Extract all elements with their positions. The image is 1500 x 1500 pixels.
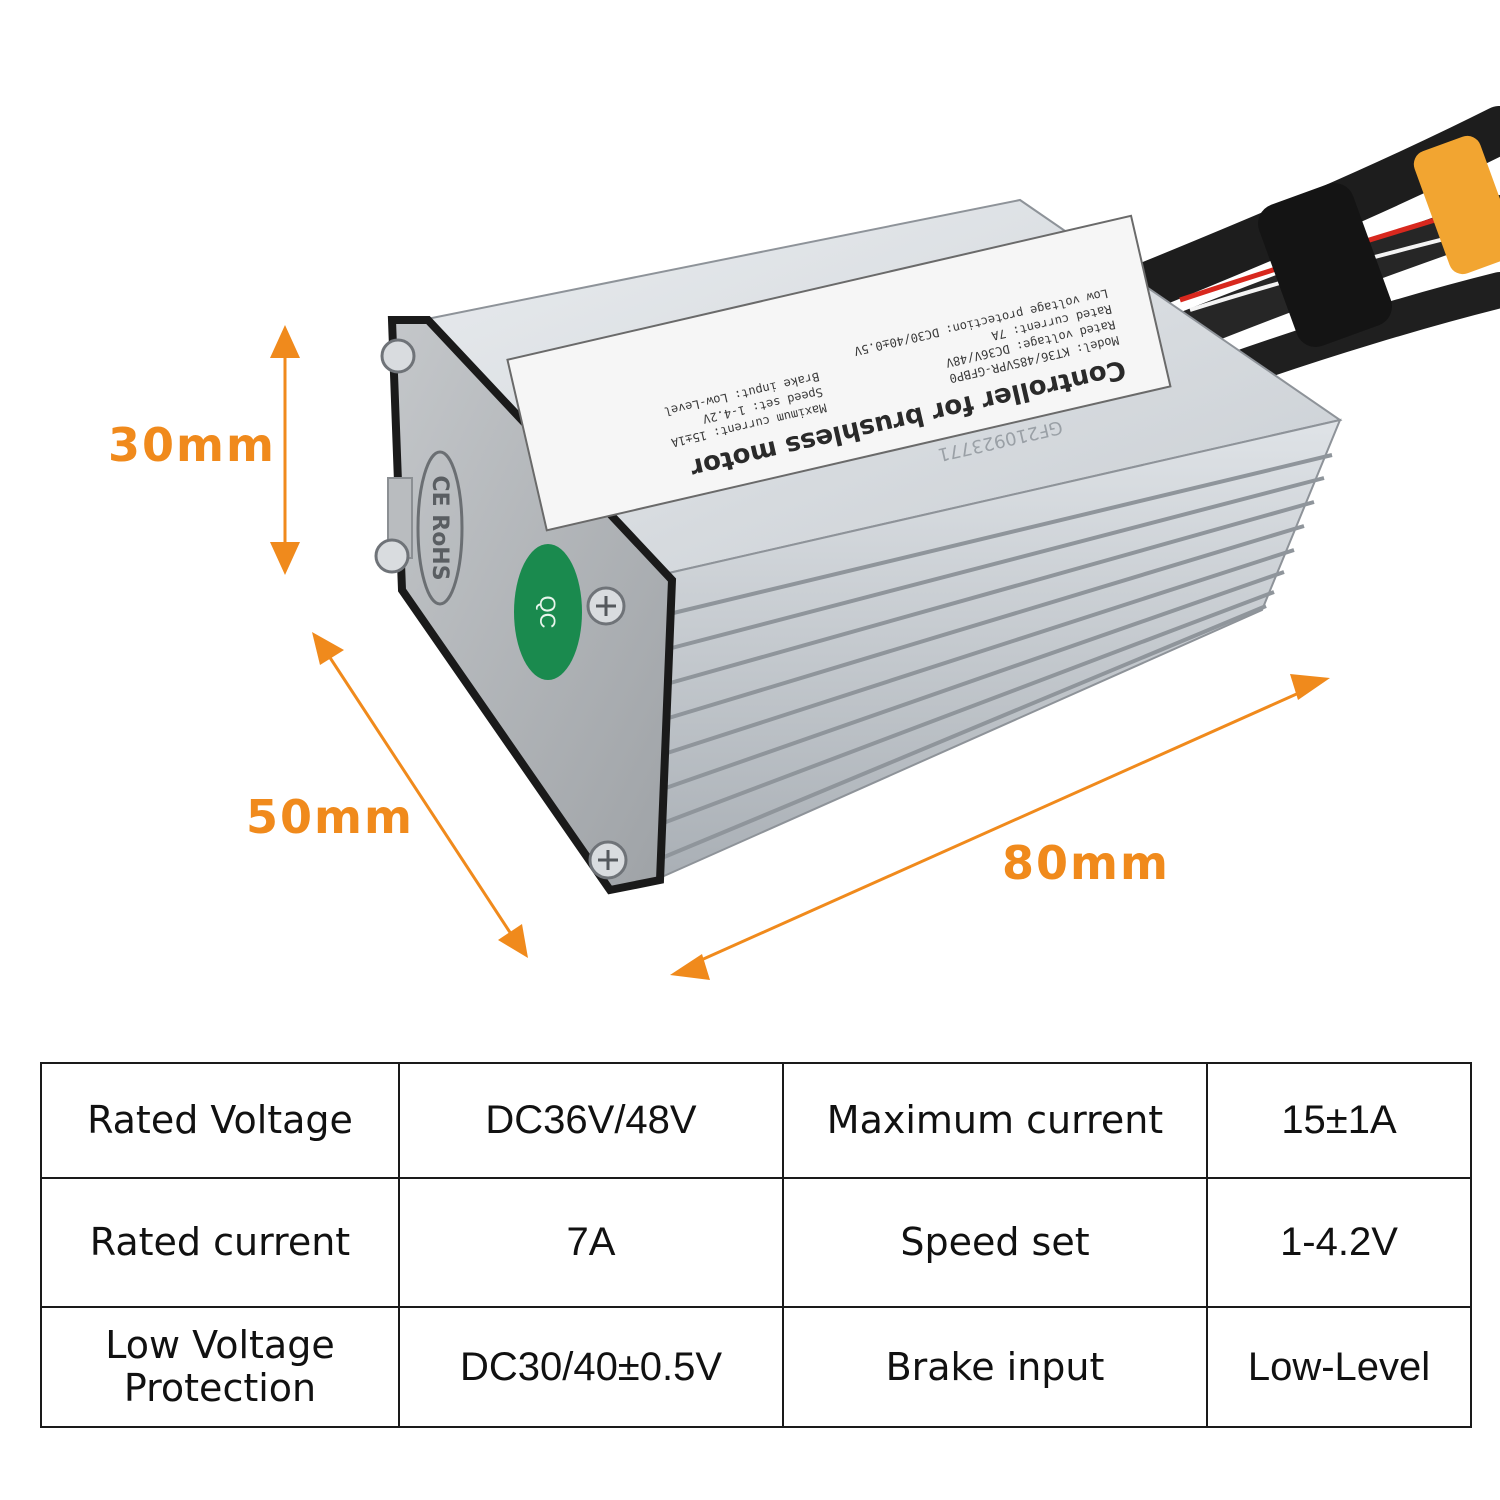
spec-value-maximum-current: 15±1A [1206,1062,1472,1179]
spec-value-rated-voltage: DC36V/48V [398,1062,784,1179]
qc-sticker-text: QC [535,596,560,629]
table-row: Rated Voltage DC36V/48V Maximum current … [40,1062,1472,1179]
spec-label-rated-current: Rated current [40,1177,400,1308]
cert-marks-text: CE RoHS [427,475,452,580]
spec-label-rated-voltage: Rated Voltage [40,1062,400,1179]
table-row: Low Voltage Protection DC30/40±0.5V Brak… [40,1306,1472,1428]
screw-icon [374,338,628,880]
spec-label-low-voltage-protection: Low Voltage Protection [40,1306,400,1428]
spec-table: Rated Voltage DC36V/48V Maximum current … [40,1062,1472,1428]
spec-label-maximum-current: Maximum current [782,1062,1208,1179]
spec-value-brake-input: Low-Level [1206,1306,1472,1428]
depth-dimension-label: 50mm [246,790,414,844]
qc-sticker-icon [514,544,582,680]
product-photo: QC CE RoHS Controller for brushless moto… [108,106,1500,980]
spec-value-low-voltage-protection: DC30/40±0.5V [398,1306,784,1428]
spec-value-rated-current: 7A [398,1177,784,1308]
dimension-arrows [270,325,1330,980]
spec-value-speed-set: 1-4.2V [1206,1177,1472,1308]
length-dimension-label: 80mm [1002,836,1170,890]
table-row: Rated current 7A Speed set 1-4.2V [40,1177,1472,1308]
cooling-fins [656,453,1333,862]
spec-label-brake-input: Brake input [782,1306,1208,1428]
controller-illustration: QC CE RoHS Controller for brushless moto… [270,106,1500,980]
ce-rohs-mark-icon [416,450,464,606]
cable-bundle [1126,106,1500,390]
spec-label-speed-set: Speed set [782,1177,1208,1308]
height-dimension-label: 30mm [108,418,276,472]
